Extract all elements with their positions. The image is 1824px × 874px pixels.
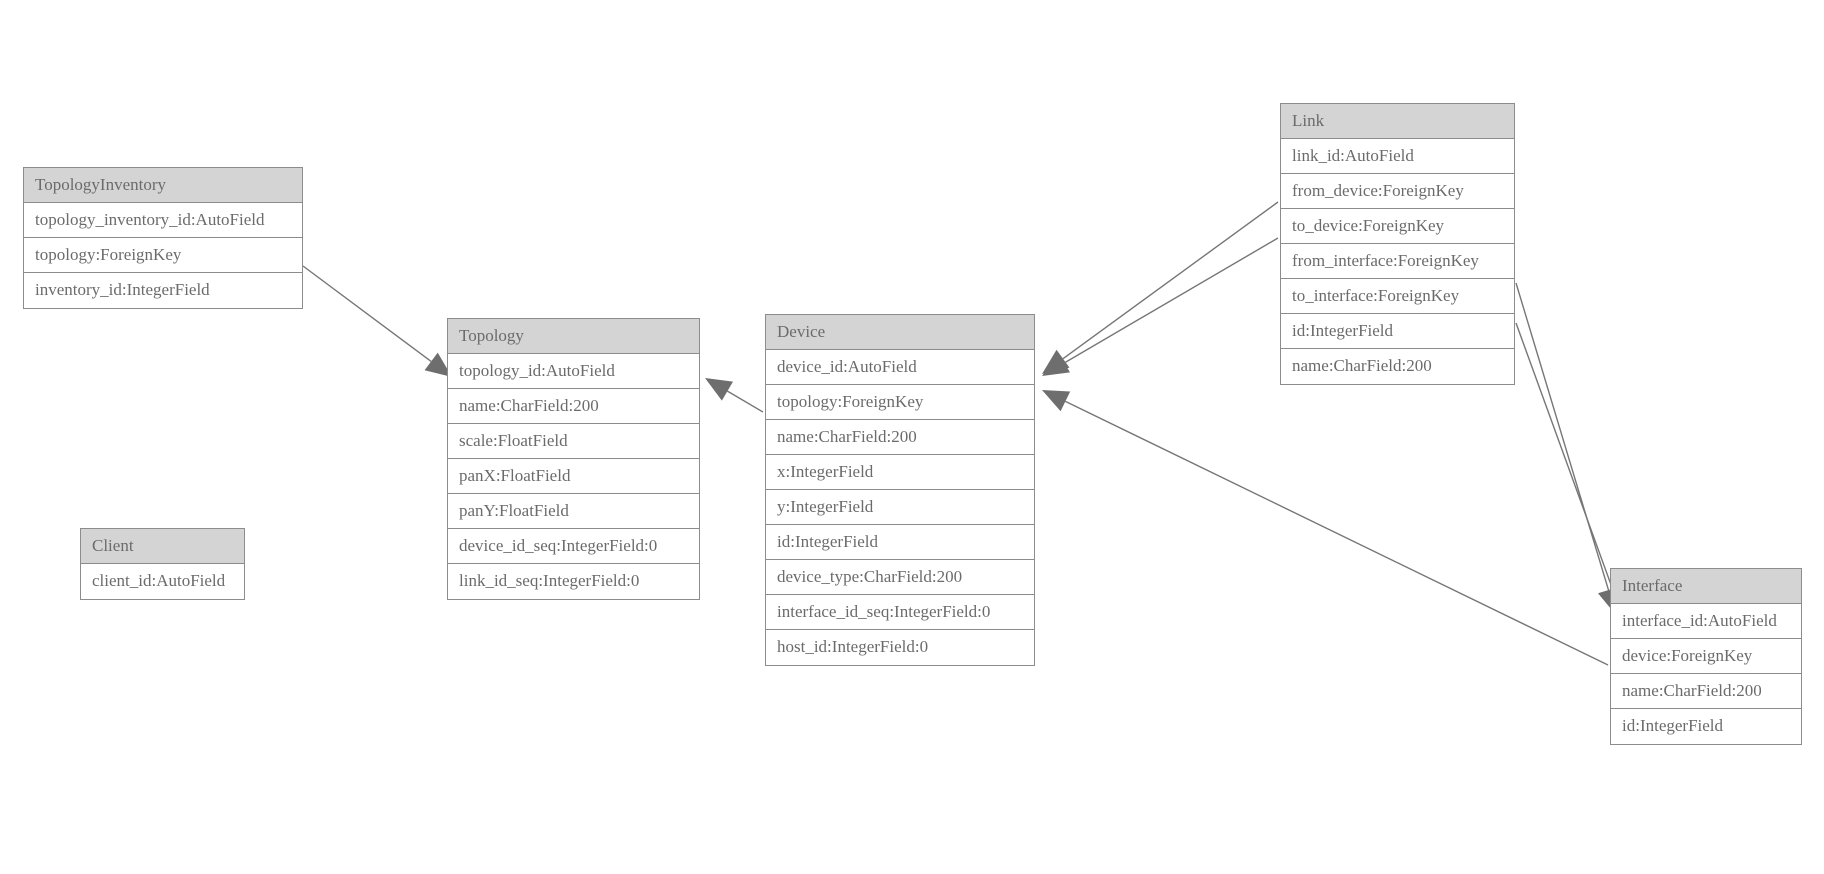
entity-field-row[interactable]: name:CharField:200: [1281, 349, 1514, 384]
entity-field-row[interactable]: topology:ForeignKey: [766, 385, 1034, 420]
entity-field-row[interactable]: y:IntegerField: [766, 490, 1034, 525]
entity-field-row[interactable]: interface_id_seq:IntegerField:0: [766, 595, 1034, 630]
entity-title-topology: Topology: [448, 319, 699, 354]
entity-field-row[interactable]: id:IntegerField: [766, 525, 1034, 560]
entity-field-row[interactable]: panY:FloatField: [448, 494, 699, 529]
entity-field-row[interactable]: link_id_seq:IntegerField:0: [448, 564, 699, 599]
entity-field-row[interactable]: id:IntegerField: [1611, 709, 1801, 744]
relationship-edge[interactable]: [1515, 322, 1624, 615]
entity-field-row[interactable]: device:ForeignKey: [1611, 639, 1801, 674]
arrowhead-icon: [1042, 353, 1070, 376]
entity-field-row[interactable]: x:IntegerField: [766, 455, 1034, 490]
entity-field-row[interactable]: name:CharField:200: [1611, 674, 1801, 709]
entity-field-row[interactable]: to_interface:ForeignKey: [1281, 279, 1514, 314]
entity-field-row[interactable]: id:IntegerField: [1281, 314, 1514, 349]
entity-field-row[interactable]: from_interface:ForeignKey: [1281, 244, 1514, 279]
entity-field-row[interactable]: name:CharField:200: [448, 389, 699, 424]
entity-field-row[interactable]: host_id:IntegerField:0: [766, 630, 1034, 665]
entity-field-row[interactable]: to_device:ForeignKey: [1281, 209, 1514, 244]
entity-title-interface: Interface: [1611, 569, 1801, 604]
entity-field-row[interactable]: topology:ForeignKey: [24, 238, 302, 273]
relationship-edge[interactable]: [1042, 201, 1279, 374]
entity-field-row[interactable]: inventory_id:IntegerField: [24, 273, 302, 308]
entity-field-row[interactable]: client_id:AutoField: [81, 564, 244, 599]
entity-title-link: Link: [1281, 104, 1514, 139]
relationship-edge[interactable]: [1042, 237, 1279, 376]
entity-title-device: Device: [766, 315, 1034, 350]
entity-field-row[interactable]: device_id_seq:IntegerField:0: [448, 529, 699, 564]
entity-title-topology_inventory: TopologyInventory: [24, 168, 302, 203]
entity-field-row[interactable]: panX:FloatField: [448, 459, 699, 494]
arrowhead-icon: [705, 378, 733, 401]
entity-field-row[interactable]: name:CharField:200: [766, 420, 1034, 455]
entity-field-row[interactable]: link_id:AutoField: [1281, 139, 1514, 174]
entity-field-row[interactable]: from_device:ForeignKey: [1281, 174, 1514, 209]
entity-field-row[interactable]: topology_inventory_id:AutoField: [24, 203, 302, 238]
entity-field-row[interactable]: device_id:AutoField: [766, 350, 1034, 385]
entity-field-row[interactable]: topology_id:AutoField: [448, 354, 699, 389]
relationship-edge[interactable]: [1515, 282, 1620, 615]
entity-field-row[interactable]: interface_id:AutoField: [1611, 604, 1801, 639]
entity-field-row[interactable]: device_type:CharField:200: [766, 560, 1034, 595]
relationship-edge[interactable]: [705, 378, 764, 413]
entity-field-row[interactable]: scale:FloatField: [448, 424, 699, 459]
arrowhead-icon: [1042, 349, 1070, 374]
entity-title-client: Client: [81, 529, 244, 564]
arrowhead-icon: [1042, 390, 1071, 412]
relationship-edge[interactable]: [302, 265, 452, 377]
relationship-edge[interactable]: [1042, 390, 1609, 666]
